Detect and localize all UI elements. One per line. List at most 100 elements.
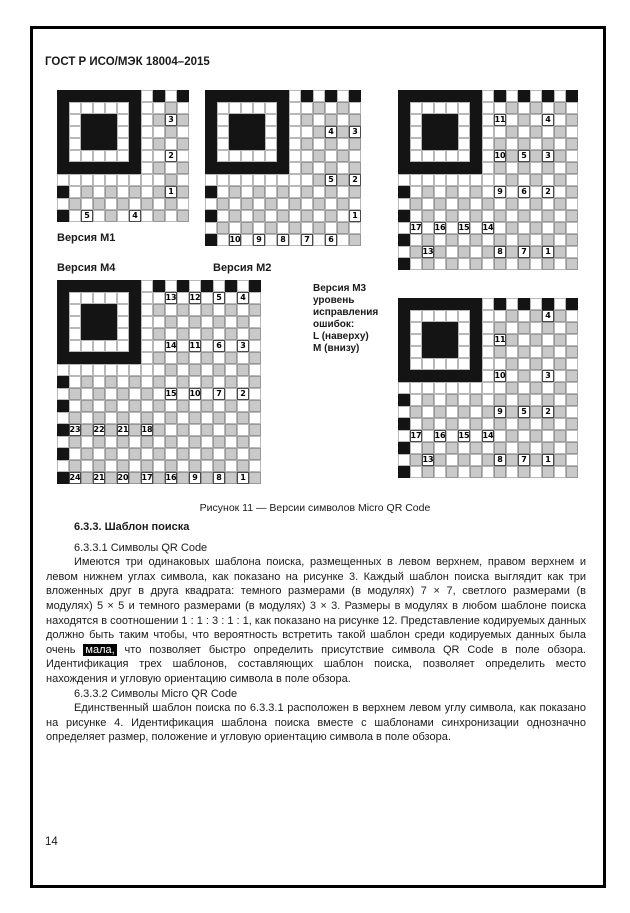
qr-module [530,198,542,210]
qr-module: 10 [189,388,201,400]
qr-module [458,454,470,466]
qr-module [398,126,410,138]
qr-module [189,460,201,472]
qr-module [458,90,470,102]
qr-module: 18 [141,424,153,436]
qr-module [422,186,434,198]
qr-module [482,358,494,370]
qr-module [69,280,81,292]
qr-module [205,126,217,138]
qr-module [129,412,141,424]
qr-module [518,346,530,358]
qr-module [566,258,578,270]
qr-module [201,472,213,484]
qr-module: 3 [349,126,361,138]
qr-module [93,102,105,114]
qr-module [446,138,458,150]
qr-module [434,126,446,138]
qr-module [494,394,506,406]
qr-module [458,370,470,382]
qr-module [494,138,506,150]
qr-module [217,114,229,126]
qr-module [177,472,189,484]
qr-module [289,150,301,162]
qr-module [217,150,229,162]
qr-module [530,346,542,358]
qr-module [506,210,518,222]
qr-module [69,340,81,352]
qr-module [237,280,249,292]
qr-module [189,448,201,460]
qr-module [93,376,105,388]
qr-module [470,222,482,234]
qr-module [253,162,265,174]
qr-module [422,90,434,102]
qr-module [434,382,446,394]
qr-module [81,280,93,292]
qr-module [434,394,446,406]
qr-module [422,210,434,222]
qr-module: 1 [165,186,177,198]
qr-module [57,150,69,162]
qr-module [458,102,470,114]
qr-module [225,328,237,340]
qr-module [57,292,69,304]
qr-module [129,424,141,436]
qr-module [177,138,189,150]
qr-module [554,406,566,418]
qr-module [105,460,117,472]
qr-module [117,138,129,150]
qr-module [69,448,81,460]
qr-module [518,90,530,102]
qr-module [249,436,261,448]
qr-module [177,376,189,388]
qr-module [518,466,530,478]
qr-module [446,346,458,358]
qr-module [518,114,530,126]
qr-module [554,442,566,454]
qr-module [482,442,494,454]
qr-module [446,210,458,222]
qr-module: 2 [165,150,177,162]
qr-module [249,280,261,292]
qr-module [289,90,301,102]
qr-module [530,222,542,234]
qr-module [177,436,189,448]
qr-module: 14 [482,430,494,442]
qr-module [494,258,506,270]
qr-module [554,430,566,442]
qr-module [506,198,518,210]
qr-module [93,174,105,186]
qr-module [201,364,213,376]
qr-module [81,424,93,436]
qr-module [141,138,153,150]
qr-module [205,186,217,198]
qr-module [446,334,458,346]
qr-module: 21 [117,424,129,436]
qr-module [542,358,554,370]
section-head-6332: 6.3.3.2 Символы Micro QR Code [74,687,238,700]
qr-module [249,316,261,328]
qr-module [434,418,446,430]
qr-module [265,162,277,174]
qr-module [225,352,237,364]
qr-module [141,304,153,316]
qr-module [177,280,189,292]
qr-module: 5 [325,174,337,186]
qr-module [69,364,81,376]
qr-module [117,198,129,210]
qr-module: 7 [301,234,313,246]
qr-module [237,460,249,472]
qr-module [494,322,506,334]
qr-module [325,138,337,150]
qr-module [470,382,482,394]
qr-module: 6 [325,234,337,246]
qr-module [129,162,141,174]
qr-module [446,150,458,162]
qr-module [482,310,494,322]
qr-module [205,150,217,162]
qr-module [470,454,482,466]
qr-module: 22 [93,424,105,436]
qr-module [506,430,518,442]
qr-module [117,102,129,114]
